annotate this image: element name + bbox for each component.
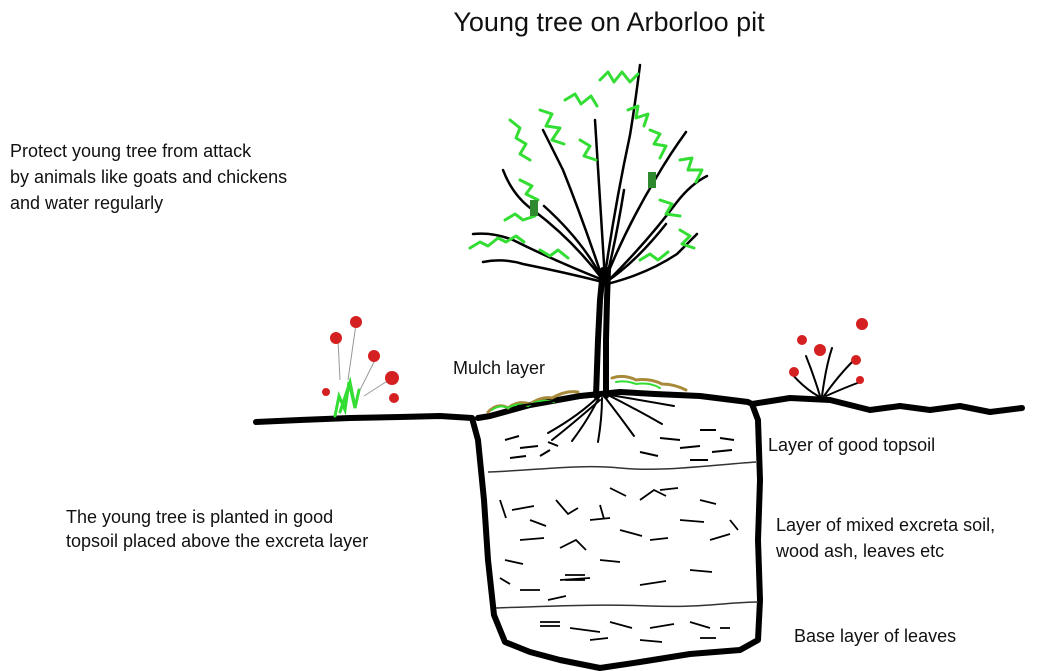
- planting-note-line: topsoil placed above the excreta layer: [66, 529, 368, 553]
- mixed-layer-texture: [500, 488, 738, 600]
- left-flowers: [322, 316, 399, 416]
- mixed-layer-line: Layer of mixed excreta soil,: [776, 512, 995, 538]
- topsoil-boundary: [488, 462, 756, 472]
- base-layer-boundary: [496, 602, 758, 608]
- diagram-title: Young tree on Arborloo pit: [0, 6, 1058, 38]
- ground-line-right: [752, 398, 1022, 412]
- protect-tree-note: Protect young tree from attack by animal…: [10, 138, 287, 216]
- planting-note-line: The young tree is planted in good: [66, 505, 368, 529]
- base-layer-texture: [540, 622, 730, 642]
- tree-trunk: [596, 270, 608, 396]
- protect-tree-line: and water regularly: [10, 190, 287, 216]
- base-layer-label: Base layer of leaves: [794, 624, 956, 648]
- right-flowers: [789, 318, 868, 396]
- mixed-layer-label: Layer of mixed excreta soil, wood ash, l…: [776, 512, 995, 564]
- mulch-layer-label: Mulch layer: [453, 356, 545, 380]
- planting-note: The young tree is planted in good topsoi…: [66, 505, 368, 553]
- protect-tree-line: by animals like goats and chickens: [10, 164, 287, 190]
- topsoil-texture: [505, 430, 734, 460]
- mixed-layer-line: wood ash, leaves etc: [776, 538, 995, 564]
- protect-tree-line: Protect young tree from attack: [10, 138, 287, 164]
- topsoil-layer-label: Layer of good topsoil: [768, 433, 935, 457]
